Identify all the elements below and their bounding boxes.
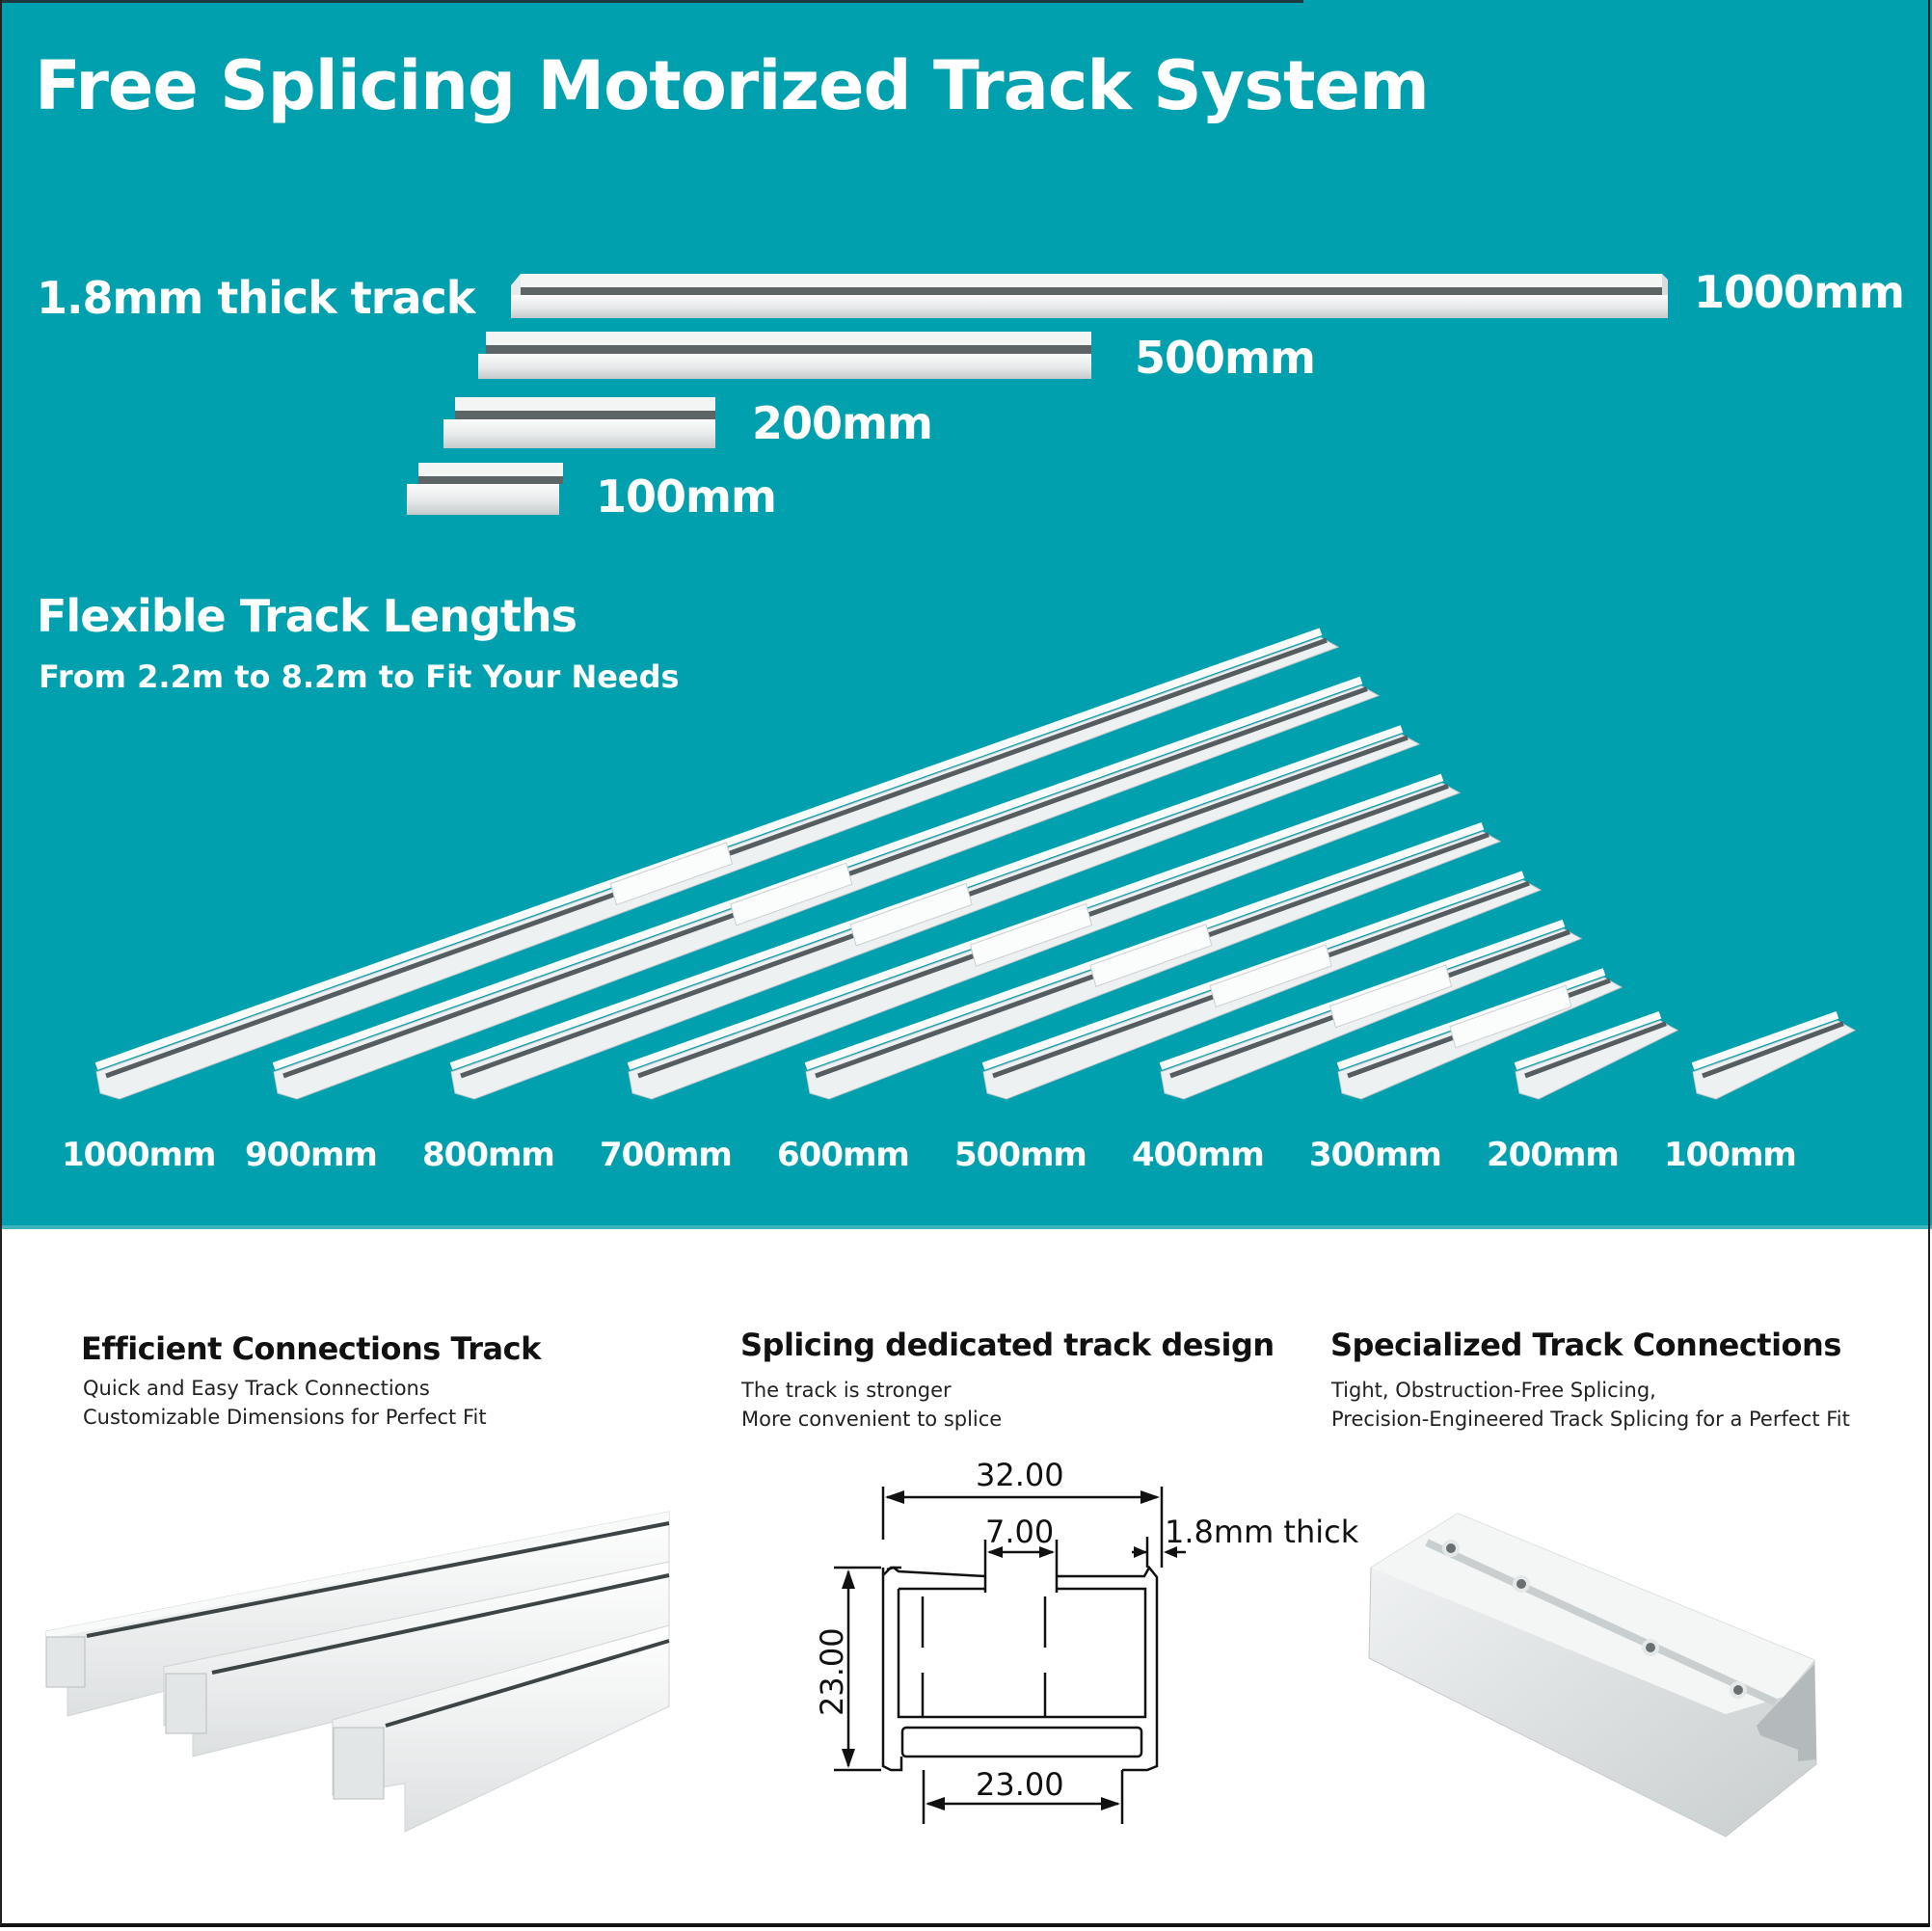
segment-length-label: 300mm [1309,1136,1442,1174]
splice-connector [1328,964,1453,1029]
flexible-lengths-subtitle: From 2.2m to 8.2m to Fit Your Needs [39,658,680,695]
track-body [1692,1020,1857,1100]
track-100mm [407,463,563,515]
page-title: Free Splicing Motorized Track System [35,46,1430,125]
dim-bottom-width: 23.00 [976,1766,1064,1803]
spliced-track-1000mm [94,628,1340,1100]
feature-line: Precision-Engineered Track Splicing for … [1331,1408,1850,1431]
segment-length-label: 500mm [954,1136,1087,1174]
splice-connector [1449,984,1572,1049]
splice-connector [969,902,1093,967]
segment-length-label: 600mm [777,1136,910,1174]
screw-icon [1642,1639,1659,1656]
feature-line: Customizable Dimensions for Perfect Fit [83,1406,487,1429]
track-profile [163,1561,670,1757]
feature-line: The track is stronger [741,1379,952,1402]
splice-connector [849,882,973,947]
splice-connector [609,842,734,906]
dim-overall-width: 32.00 [976,1457,1064,1493]
track-length-label: 500mm [1135,332,1316,384]
spliced-track-700mm [627,773,1462,1100]
segment-length-label: 200mm [1487,1136,1620,1174]
spliced-track-800mm [449,725,1421,1100]
splice-connector [1089,924,1213,987]
spliced-tracks-illustration [94,628,1857,1100]
feature-line: Tight, Obstruction-Free Splicing, [1331,1379,1656,1402]
top-edge-strip [0,0,1303,3]
feature-line: Quick and Easy Track Connections [83,1377,430,1400]
banner-divider [0,1225,1932,1229]
track-1000mm [511,274,1668,318]
screw-icon [1442,1540,1460,1557]
track-length-label: 1000mm [1694,266,1905,318]
track-500mm [478,332,1091,379]
spliced-track-100mm [1691,1010,1857,1100]
track-rail [1691,1010,1839,1070]
spliced-track-300mm [1336,968,1623,1100]
segment-length-label: 1000mm [62,1136,216,1174]
dim-wall-thickness: 1.8mm thick [1165,1514,1359,1550]
screw-icon [1730,1681,1747,1699]
feature-title: Splicing dedicated track design [740,1327,1275,1363]
segment-length-label: 100mm [1664,1136,1797,1174]
track-length-label: 100mm [596,470,777,523]
segment-length-label: 700mm [600,1136,733,1174]
track-profile [332,1624,670,1833]
spliced-track-900mm [272,676,1381,1100]
feature-line: More convenient to splice [741,1408,1003,1431]
track-slot [1524,1021,1667,1079]
spliced-track-400mm [1159,919,1583,1100]
screw-icon [1513,1575,1530,1593]
track-rail [1514,1010,1662,1070]
spliced-track-500mm [981,871,1543,1100]
feature-title: Specialized Track Connections [1330,1327,1841,1363]
splice-connector [730,862,853,926]
dim-height: 23.00 [814,1627,850,1716]
spliced-track-200mm [1514,1010,1679,1100]
track-body [1515,1020,1679,1100]
dim-slot-width: 7.00 [985,1514,1054,1550]
straight-tracks-illustration [407,274,1668,515]
segment-length-label: 800mm [422,1136,555,1174]
segment-length-label: 400mm [1132,1136,1265,1174]
splice-connector [1209,944,1332,1008]
track-200mm [443,397,715,448]
feature-title: Efficient Connections Track [81,1330,541,1367]
flexible-lengths-title: Flexible Track Lengths [37,590,577,642]
segment-length-label: 900mm [245,1136,378,1174]
spliced-track-600mm [804,822,1502,1100]
track-slot [1702,1021,1844,1079]
track-length-label: 200mm [752,397,933,449]
thickness-label: 1.8mm thick track [37,272,475,324]
